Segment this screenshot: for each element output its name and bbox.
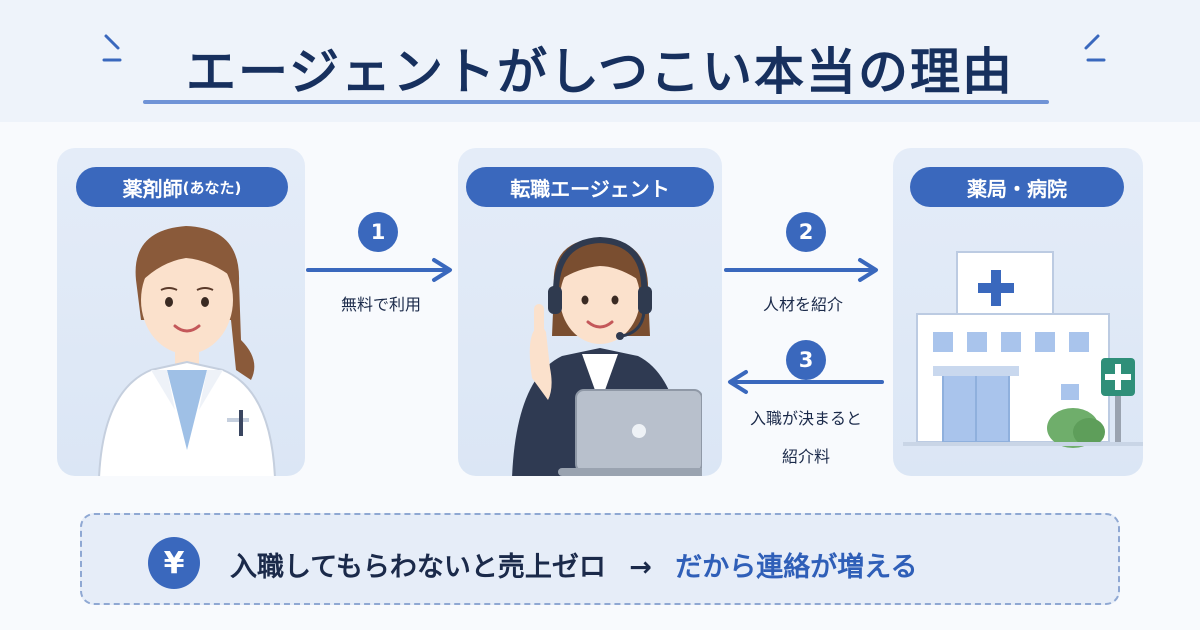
summary-box bbox=[80, 513, 1120, 605]
page-title: エージェントがしつこい本当の理由 bbox=[186, 43, 1014, 101]
yen-icon: ¥ bbox=[148, 537, 200, 589]
agent-with-headset-illustration bbox=[512, 236, 702, 476]
title-underline bbox=[143, 100, 1049, 104]
flow-3-label-line1: 入職が決まると bbox=[749, 409, 862, 428]
arrow-3-left bbox=[728, 370, 884, 394]
pharmacist-suffix: (あなた) bbox=[182, 178, 242, 197]
summary-accent: だから連絡が増える bbox=[675, 552, 918, 583]
arrow-2-right bbox=[724, 258, 878, 282]
pharmacist-illustration bbox=[98, 226, 276, 476]
sparkle-right-icon bbox=[1084, 34, 1106, 62]
agent-label: 転職エージェント bbox=[510, 176, 670, 201]
arrow-1-right bbox=[306, 258, 452, 282]
flow-1-label: 無料で利用 bbox=[340, 295, 421, 314]
step-3-badge: 3 bbox=[786, 340, 826, 380]
employer-label: 薬局・病院 bbox=[967, 176, 1067, 201]
summary-text: 入職してもらわないと売上ゼロ → だから連絡が増える bbox=[230, 545, 917, 584]
summary-main: 入職してもらわないと売上ゼロ bbox=[230, 552, 606, 583]
step-2-badge: 2 bbox=[786, 212, 826, 252]
pharmacist-pill: 薬剤師(あなた) bbox=[76, 167, 288, 207]
agent-pill: 転職エージェント bbox=[466, 167, 714, 207]
summary-arrow: → bbox=[629, 552, 652, 583]
employer-pill: 薬局・病院 bbox=[910, 167, 1124, 207]
hospital-building-illustration bbox=[903, 251, 1143, 448]
pharmacist-label: 薬剤師 bbox=[122, 176, 183, 201]
flow-3-label-line2: 紹介料 bbox=[781, 447, 830, 466]
sparkle-left-icon bbox=[102, 34, 122, 62]
step-1-badge: 1 bbox=[358, 212, 398, 252]
flow-2-label: 人材を紹介 bbox=[762, 295, 843, 314]
